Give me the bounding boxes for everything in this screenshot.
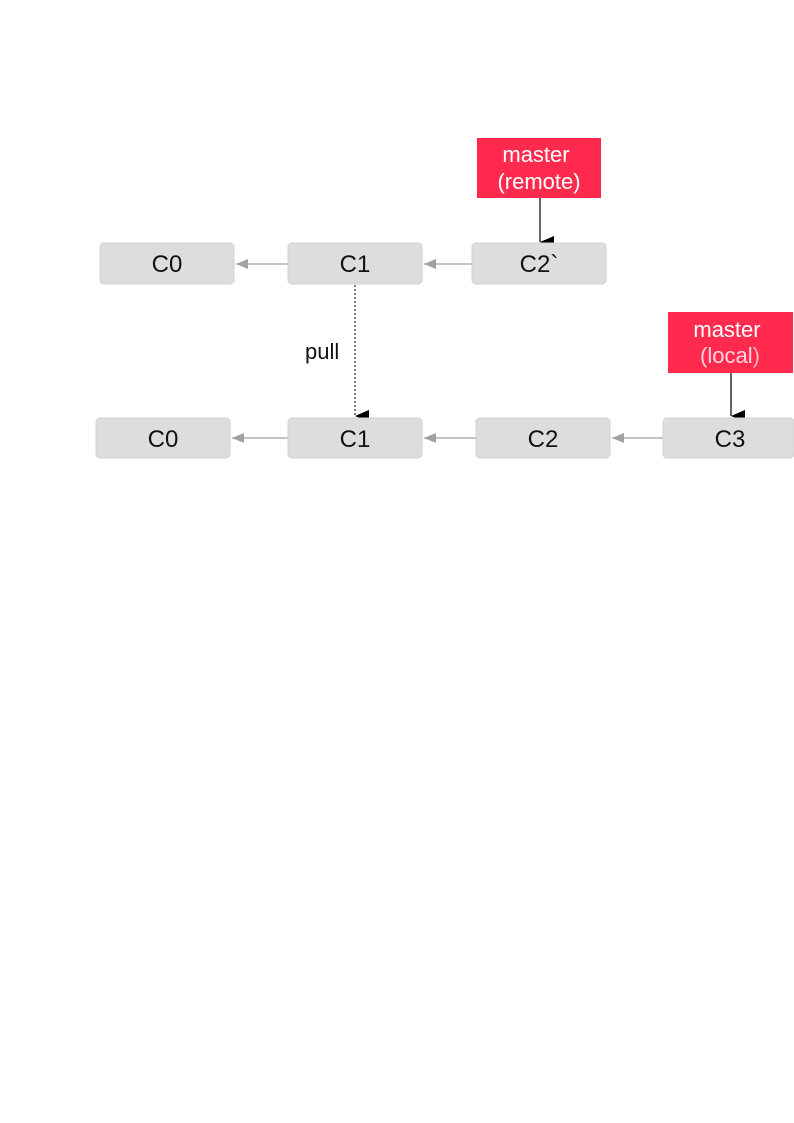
local-commit-node: C1 [287, 417, 423, 459]
commit-label: C0 [148, 426, 179, 453]
local-commit-node: C3 [662, 417, 794, 459]
branch-label-line1: master [693, 317, 760, 342]
commit-label: C0 [152, 251, 183, 278]
paren-close: ) [753, 343, 760, 368]
branch-label-master-remote: master (remote) [477, 138, 601, 198]
commit-label: C3 [715, 426, 746, 453]
remote-commit-node: C2` [471, 242, 607, 285]
commit-label: C1 [340, 426, 371, 453]
branch-label-line1: master [502, 142, 569, 167]
remote-commit-node: C1 [287, 242, 423, 285]
branch-label-line2: (local) [700, 343, 760, 368]
branch-label-line2: (remote) [497, 169, 580, 194]
branch-name: local [707, 343, 752, 368]
remote-commit-node: C0 [99, 242, 235, 285]
branch-label-master-local: master (local) [668, 312, 793, 373]
paren-open: ( [700, 343, 708, 368]
local-commit-node: C0 [95, 417, 231, 459]
pull-label: pull [305, 339, 339, 364]
commit-label: C2 [528, 426, 559, 453]
commit-label: C1 [340, 251, 371, 278]
commit-label: C2` [520, 251, 559, 278]
local-commit-node: C2 [475, 417, 611, 459]
